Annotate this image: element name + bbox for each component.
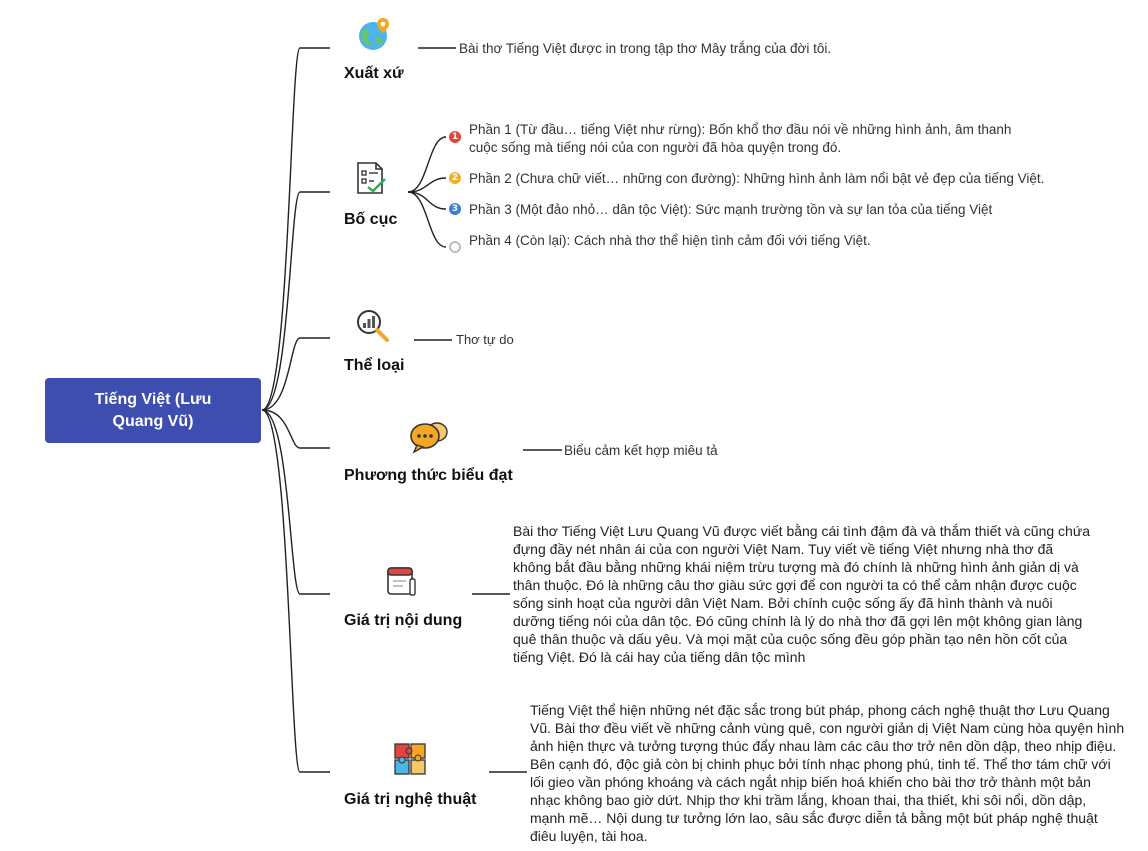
part-2-text: Phần 2 (Chưa chữ viết… những con đường):… [469,171,1045,186]
puzzle-icon [394,743,426,775]
sub-line-2 [407,177,447,193]
connector-nghe-thuat [261,409,330,773]
connector-xuat-xu [261,47,330,411]
branch-label-phuong-thuc[interactable]: Phương thức biểu đạt [344,467,513,484]
sub-line-1 [407,136,447,193]
calendar-pen-icon [387,567,416,596]
branch-label-gia-tri-nghe-thuat[interactable]: Giá trị nghệ thuật [344,791,477,808]
part-4-badge-icon [449,241,461,253]
branch-label-xuat-xu[interactable]: Xuất xứ [344,65,404,82]
root-node[interactable]: Tiếng Việt (Lưu Quang Vũ) [45,378,261,443]
root-title: Tiếng Việt (Lưu Quang Vũ) [94,390,212,430]
part-2-badge-icon: 2 [449,172,461,184]
magnifier-chart-icon [357,310,389,342]
leaf-text-phuong-thuc: Biểu cảm kết hợp miêu tả [564,443,718,458]
part-3-badge-icon: 3 [449,203,461,215]
leaf-text-gia-tri-noi-dung: Bài thơ Tiếng Việt Lưu Quang Vũ được viế… [513,523,1091,665]
part-3-text: Phần 3 (Một đảo nhỏ… dân tộc Việt): Sức … [469,202,993,217]
leaf-text-xuat-xu: Bài thơ Tiếng Việt được in trong tập thơ… [459,41,832,56]
sub-line-4 [407,191,447,248]
connector-bo-cuc [261,191,330,411]
part-1-text: Phần 1 (Từ đầu… tiếng Việt như rừng): Bố… [469,122,1012,155]
leaf-text-the-loai: Thơ tự do [456,332,514,347]
connector-phuong-thuc [261,409,330,449]
globe-pin-icon [359,18,389,50]
chat-bubbles-icon [410,422,448,454]
checklist-icon [357,162,386,194]
connector-noi-dung [261,409,330,595]
connector-the-loai [261,337,330,411]
part-4-text: Phần 4 (Còn lại): Cách nhà thơ thể hiện … [469,233,871,248]
branch-label-gia-tri-noi-dung[interactable]: Giá trị nội dung [344,612,463,629]
leaf-text-gia-tri-nghe-thuat: Tiếng Việt thể hiện những nét đặc sắc tr… [530,702,1125,844]
branch-label-the-loai[interactable]: Thể loại [344,357,405,374]
part-1-badge-icon: 1 [449,131,461,143]
branch-label-bo-cuc[interactable]: Bố cục [344,211,398,228]
